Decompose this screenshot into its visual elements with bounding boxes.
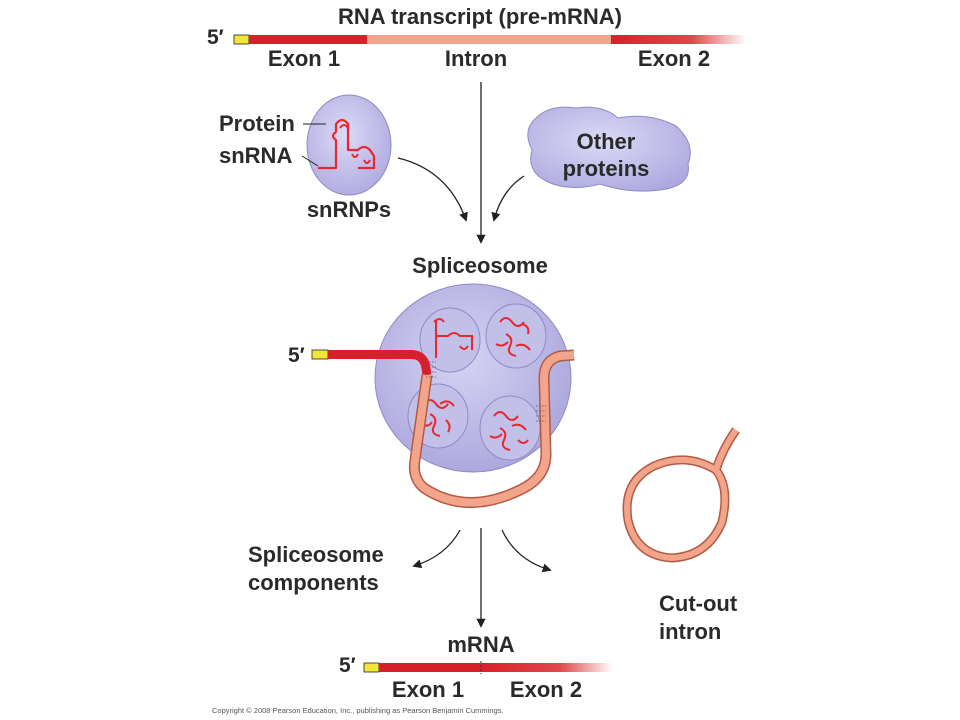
intron-loop — [410, 351, 575, 507]
mrna-cap — [363, 662, 380, 673]
snrna-c — [421, 399, 455, 437]
other-proteins-blob — [527, 106, 691, 192]
arrow-components — [412, 529, 461, 569]
snrnp: Protein snRNA snRNPs — [219, 94, 392, 222]
snrna-strand — [318, 118, 376, 170]
pre-mrna-exon2 — [611, 35, 746, 44]
other-proteins-line2: proteins — [563, 156, 650, 181]
other-proteins-line1: Other — [577, 129, 636, 154]
snrna-b — [495, 317, 531, 357]
arrow-snrnp — [397, 157, 468, 222]
arrow-right — [501, 529, 552, 573]
cut-out-line2: intron — [659, 619, 721, 644]
snrna-loops — [339, 124, 371, 164]
pre-mrna-intron — [367, 35, 611, 44]
pre-mrna-exon1 — [249, 35, 367, 44]
snrnp-bottom-right — [479, 395, 541, 461]
cut-out-line1: Cut-out — [659, 591, 738, 616]
other-proteins: Other proteins — [527, 106, 691, 192]
copyright: Copyright © 2008 Pearson Education, Inc.… — [212, 706, 504, 715]
five-prime-cap — [233, 34, 250, 45]
spliceosome-five-prime: 5′ — [288, 344, 305, 367]
mrna: mRNA 5′ Exon 1 Exon 2 — [339, 632, 613, 702]
exon1-label: Exon 1 — [268, 46, 340, 71]
components-line1: Spliceosome — [248, 542, 384, 567]
spliceosome: Spliceosome 5′ — [288, 253, 662, 508]
exon2-label: Exon 2 — [638, 46, 710, 71]
cut-out-intron-loop — [624, 428, 739, 561]
mrna-five-prime: 5′ — [339, 654, 356, 677]
mrna-exon2-label: Exon 2 — [510, 677, 582, 702]
title: RNA transcript (pre-mRNA) — [338, 4, 622, 29]
pre-mrna: RNA transcript (pre-mRNA) 5′ Exon 1 Intr… — [207, 4, 746, 71]
snrna-leader — [301, 155, 319, 167]
snrnp-top-right — [485, 303, 547, 369]
intron-label: Intron — [445, 46, 507, 71]
snrna-label: snRNA — [219, 143, 292, 168]
arrow-other — [491, 175, 525, 222]
assembly-arrows — [397, 82, 525, 244]
spliceosome-exon1 — [328, 350, 432, 376]
mrna-label: mRNA — [447, 632, 514, 657]
pre-mrna-five-prime: 5′ — [207, 26, 224, 49]
components-line2: components — [248, 570, 379, 595]
spliceosome-cap — [311, 349, 329, 360]
cut-out-intron-outline — [622, 427, 740, 563]
release-arrows — [412, 528, 552, 628]
snrna-a — [433, 318, 473, 358]
mrna-exon1-label: Exon 1 — [392, 677, 464, 702]
cut-out-intron: Cut-out intron — [622, 427, 740, 644]
mrna-exon1 — [379, 663, 481, 672]
spliceosome-label: Spliceosome — [412, 253, 548, 278]
protein-label: Protein — [219, 111, 295, 136]
snrnps-label: snRNPs — [307, 197, 391, 222]
mrna-exon2 — [481, 663, 613, 672]
snrna-d — [489, 411, 529, 451]
